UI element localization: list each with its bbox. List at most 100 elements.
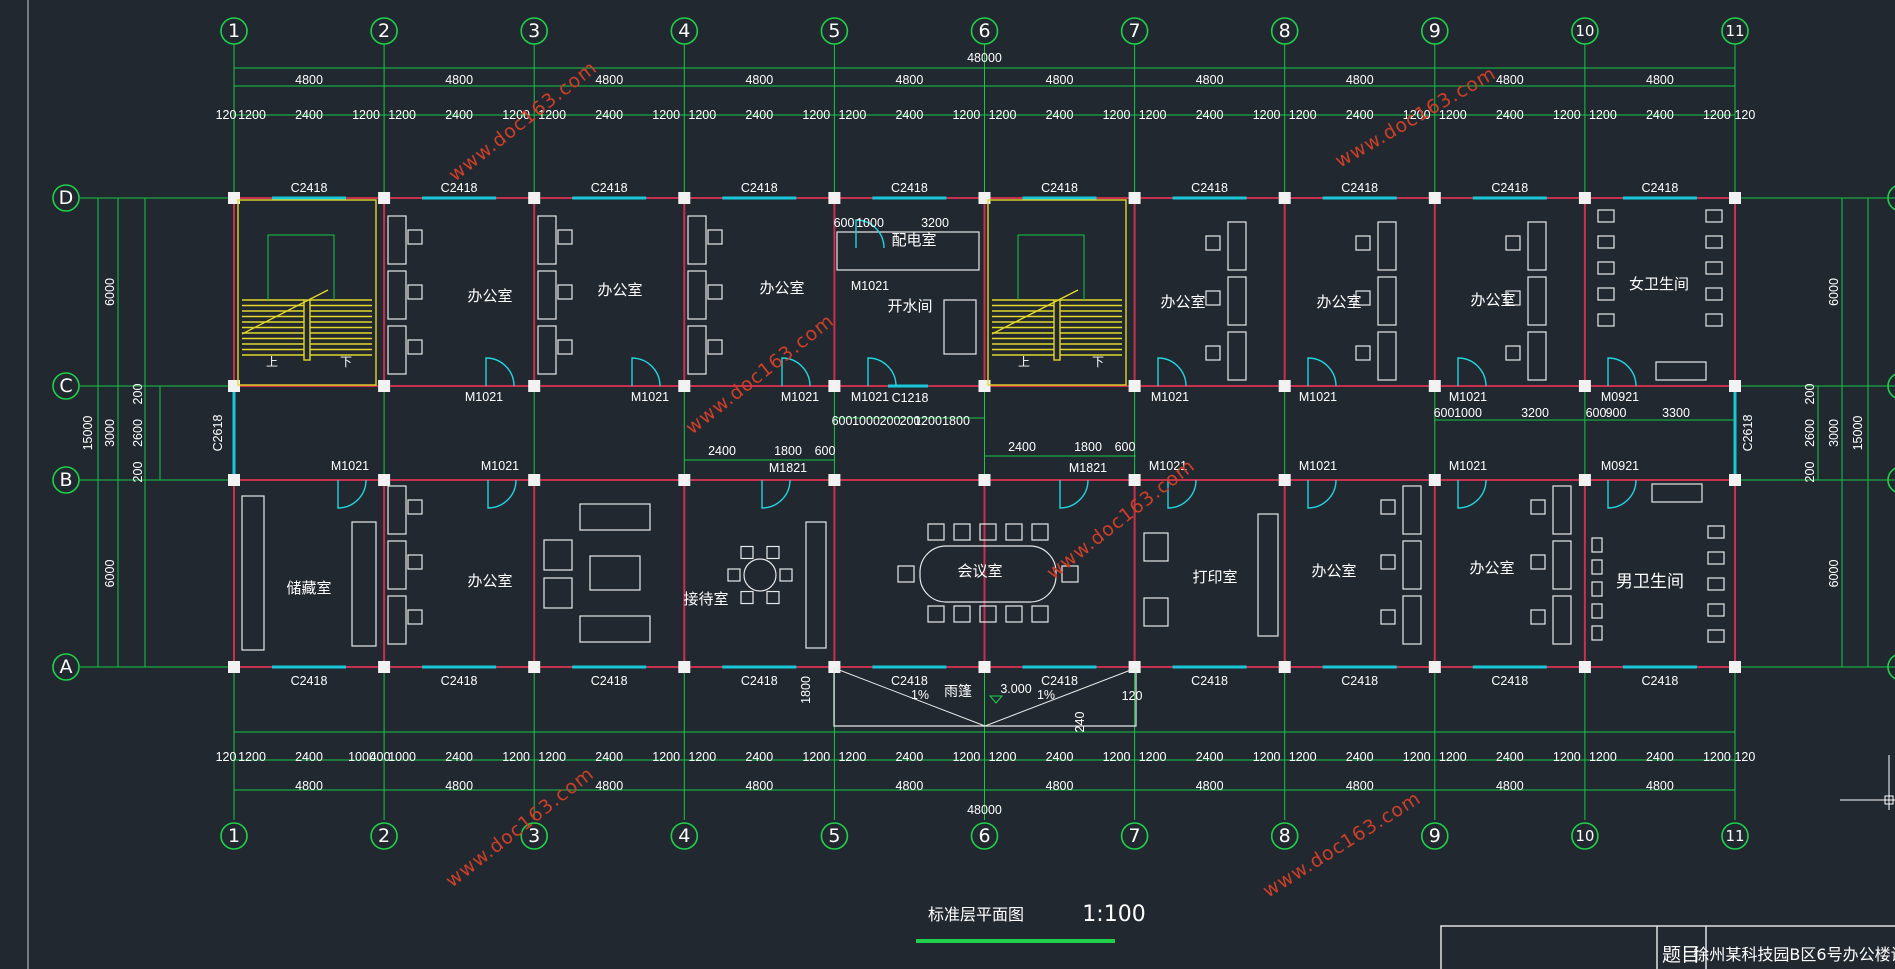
reception-sofa-top <box>579 503 651 531</box>
dim-sub-bottom-9-3: 120 <box>1734 750 1755 764</box>
dim-corr-c-0: 2400 <box>708 444 736 458</box>
printer-a <box>1143 532 1169 562</box>
window-label-bottom-9: C2418 <box>1641 674 1678 688</box>
stairR-path <box>1017 234 1085 300</box>
room-office-7: 办公室 <box>467 572 512 590</box>
axis-bubble-bottom-4 <box>670 822 699 850</box>
office3-desk-1 <box>687 270 707 320</box>
column-4C <box>678 380 691 392</box>
axis-label-bottom-1: 1 <box>228 825 240 847</box>
dim-sub-top-0-3: 1200 <box>352 108 380 122</box>
window-label-top-1: C2418 <box>441 181 478 195</box>
column-11D <box>1729 192 1741 204</box>
door-label-m1821-a: M1821 <box>769 461 807 475</box>
dim-sub-bottom-1-1: 2400 <box>445 750 473 764</box>
title-block-label: 题目 <box>1662 944 1700 966</box>
door-swings <box>337 219 1637 509</box>
reception-stool-5 <box>766 545 780 560</box>
dim-sub-bottom-0-1: 1200 <box>238 750 266 764</box>
axis-bubble-bottom-2 <box>370 822 398 850</box>
window-label-top-7: C2418 <box>1341 181 1378 195</box>
office5-desk-2 <box>1377 331 1397 381</box>
office1-chair-1 <box>407 284 423 300</box>
door-label-bottom-2: M1021 <box>1149 459 1187 473</box>
dim-corr-a-3: 200 <box>900 414 921 428</box>
column-8C <box>1278 380 1291 392</box>
dim-sub-bottom-1-0: 1000 <box>388 750 416 764</box>
axis-bubble-left-D <box>52 184 80 212</box>
dim-corr-b-1: 1000 <box>1454 406 1482 420</box>
dim-sub-bottom-2-0: 1200 <box>538 750 566 764</box>
dim-sub-bottom-2-2: 1200 <box>652 750 680 764</box>
room-womens-restroom: 女卫生间 <box>1629 275 1689 293</box>
room-meeting: 会议室 <box>957 562 1002 580</box>
dim-sub-bottom-6-1: 2400 <box>1196 750 1224 764</box>
dim-sub-top-6-1: 2400 <box>1196 108 1224 122</box>
office2-desk-0 <box>537 215 557 265</box>
womens-toilet-a-2 <box>1597 261 1615 275</box>
dim-side-inner-right-2: 200 <box>1803 462 1817 483</box>
column-6B <box>978 474 991 486</box>
axis-label-top-1: 1 <box>228 20 240 42</box>
axis-label-top-10: 10 <box>1575 22 1594 40</box>
dim-bay-bottom-1: 4800 <box>445 779 473 793</box>
dim-side-inner-left-1: 2600 <box>131 419 145 447</box>
window-label-bottom-3: C2418 <box>741 674 778 688</box>
dim-side-inner-left-0: 200 <box>131 384 145 405</box>
dim-corr-c-2: 600 <box>815 444 836 458</box>
office7-desk-1 <box>387 540 407 590</box>
room-electric: 配电室 <box>891 231 936 249</box>
door-label-top-5: M1021 <box>1299 390 1337 404</box>
canopy-dim-240: 240 <box>1073 712 1087 733</box>
column-8B <box>1278 474 1291 486</box>
dim-bay-top-4: 4800 <box>896 73 924 87</box>
dim-sub-top-2-1: 2400 <box>595 108 623 122</box>
dim-sub-top-3-1: 2400 <box>745 108 773 122</box>
reception-stool-4 <box>740 545 754 560</box>
dim-sub-bottom-1-2: 1200 <box>502 750 530 764</box>
office7-chair-0 <box>407 499 423 515</box>
elevation-label: 3.000 <box>1000 682 1031 696</box>
reception-armchair-a <box>543 539 573 571</box>
dim-sub-top-9-0: 1200 <box>1589 108 1617 122</box>
dim-bay-bottom-2: 4800 <box>595 779 623 793</box>
dim-sub-bottom-2-1: 2400 <box>595 750 623 764</box>
meeting-chair-bottom-1 <box>953 605 971 623</box>
dim-sub-bottom-4-2: 1200 <box>952 750 980 764</box>
printing-cabinet <box>1257 513 1279 637</box>
door-top-2 <box>781 357 811 387</box>
printer-b <box>1143 597 1169 627</box>
column-8D <box>1278 192 1291 204</box>
column-4B <box>678 474 691 486</box>
dim-bay-bottom-5: 4800 <box>1046 779 1074 793</box>
canopy-label: 雨篷 <box>944 684 972 700</box>
axis-bubble-top-6 <box>970 17 999 45</box>
dim-sub-bottom-7-2: 1200 <box>1403 750 1431 764</box>
axis-bubble-right-C <box>1887 373 1895 399</box>
column-5B <box>828 474 841 486</box>
windows: C2418C2418C2418C2418C2418C2418C2418C2418… <box>211 181 1755 688</box>
door-top-7 <box>1607 357 1637 387</box>
window-label-end-right: C2618 <box>1741 415 1755 452</box>
office6-chair-0 <box>1505 235 1521 251</box>
room-boiling-water: 开水间 <box>887 297 932 315</box>
axis-bubble-bottom-11 <box>1721 822 1749 850</box>
room-reception: 接待室 <box>683 590 728 608</box>
axis-label-left-B: B <box>59 469 72 491</box>
dim-sub-top-2-2: 1200 <box>652 108 680 122</box>
window-label-top-4: C2418 <box>891 181 928 195</box>
meeting-chair-bottom-0 <box>927 605 945 623</box>
column-9B <box>1428 474 1441 486</box>
axis-label-left-C: C <box>59 375 72 397</box>
office9-desk-0 <box>1552 485 1572 535</box>
stair-up-label: 上 <box>266 355 278 369</box>
dim-corr-a-4: 1200 <box>914 414 942 428</box>
womens-toilet-b-0 <box>1705 209 1723 223</box>
column-6A <box>978 661 991 673</box>
meeting-chair-top-0 <box>927 523 945 541</box>
column-5D <box>828 192 841 204</box>
window-label-bottom-7: C2418 <box>1341 674 1378 688</box>
drawing-title-block: 标准层平面图 1:100 <box>916 902 1146 943</box>
room-office-5: 办公室 <box>1316 293 1361 311</box>
